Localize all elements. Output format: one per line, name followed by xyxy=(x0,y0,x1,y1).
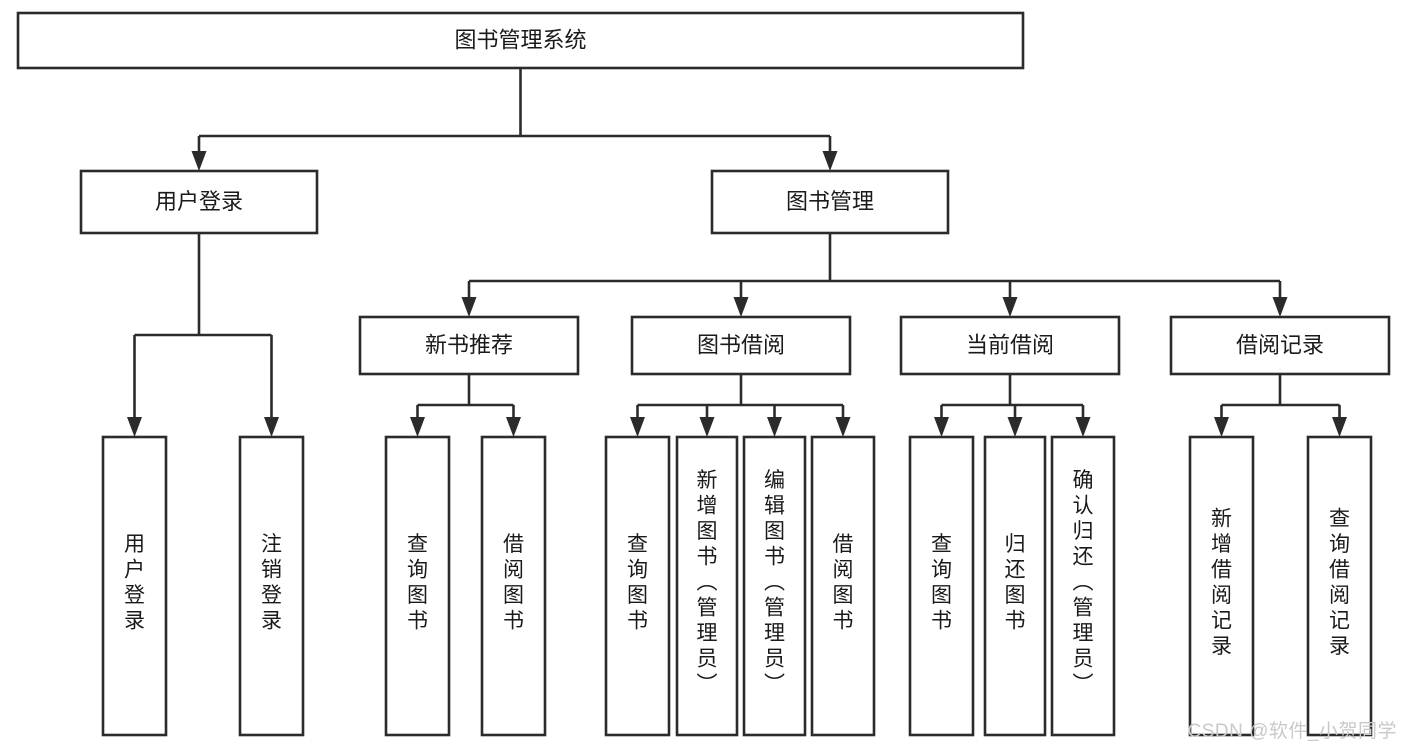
node-layer: 图书管理系统用户登录图书管理新书推荐图书借阅当前借阅借阅记录用户登录注销登录查询… xyxy=(16,11,1391,737)
node-borrow-record[interactable]: 借阅记录 xyxy=(1169,315,1391,376)
arrow-head xyxy=(767,417,782,437)
node-label-vertical: 用户登录 xyxy=(124,533,145,633)
node-leaf-confirm-return[interactable]: 确认归还︵管理员︶ xyxy=(1050,435,1116,737)
node-box xyxy=(1169,315,1391,376)
arrow-head xyxy=(264,417,279,437)
node-label-vertical: 注销登录 xyxy=(261,533,282,633)
edge-layer xyxy=(127,68,1347,437)
node-label: 借阅记录 xyxy=(1236,332,1324,357)
arrow-head xyxy=(733,297,749,317)
node-label: 图书借阅 xyxy=(697,332,785,357)
node-label-vertical: 借阅图书 xyxy=(503,533,524,633)
node-leaf-query-record[interactable]: 查询借阅记录 xyxy=(1306,435,1373,737)
arrow-head xyxy=(127,417,142,437)
node-label-vertical: 确认归还︵管理员︶ xyxy=(1073,469,1094,696)
watermark-text: CSDN @软件_小贺同学 xyxy=(1187,721,1397,742)
node-leaf-return-book[interactable]: 归还图书 xyxy=(983,435,1047,737)
node-label: 图书管理 xyxy=(786,189,874,214)
node-box xyxy=(604,435,671,737)
node-book-manage[interactable]: 图书管理 xyxy=(710,169,950,235)
arrow-head xyxy=(934,417,949,437)
node-box xyxy=(908,435,975,737)
arrow-head xyxy=(1007,417,1023,437)
node-leaf-user-login[interactable]: 用户登录 xyxy=(101,435,168,737)
node-box xyxy=(899,315,1121,376)
node-box xyxy=(79,169,319,235)
node-box xyxy=(358,315,580,376)
node-leaf-edit-book[interactable]: 编辑图书︵管理员︶ xyxy=(742,435,807,737)
node-box xyxy=(742,435,807,737)
node-label: 新书推荐 xyxy=(425,332,513,357)
arrow-head xyxy=(1002,297,1018,317)
node-new-book-rec[interactable]: 新书推荐 xyxy=(358,315,580,376)
node-root[interactable]: 图书管理系统 xyxy=(16,11,1025,70)
arrow-head xyxy=(1272,297,1288,317)
node-leaf-query-book-2[interactable]: 查询图书 xyxy=(604,435,671,737)
node-box xyxy=(1306,435,1373,737)
node-label-vertical: 查询图书 xyxy=(627,533,648,633)
node-leaf-borrow-book-1[interactable]: 借阅图书 xyxy=(480,435,547,737)
node-box xyxy=(630,315,852,376)
arrow-head xyxy=(1332,417,1347,437)
node-box xyxy=(384,435,451,737)
node-box xyxy=(1050,435,1116,737)
node-box xyxy=(16,11,1025,70)
node-label-vertical: 借阅图书 xyxy=(833,533,854,633)
node-leaf-query-book-1[interactable]: 查询图书 xyxy=(384,435,451,737)
node-label-vertical: 归还图书 xyxy=(1005,533,1026,633)
arrow-head xyxy=(835,417,851,437)
node-leaf-logout[interactable]: 注销登录 xyxy=(238,435,305,737)
node-label-vertical: 查询图书 xyxy=(407,533,428,633)
node-label-vertical: 查询借阅记录 xyxy=(1329,507,1350,658)
node-label: 当前借阅 xyxy=(966,332,1054,357)
node-leaf-query-book-3[interactable]: 查询图书 xyxy=(908,435,975,737)
node-book-borrow[interactable]: 图书借阅 xyxy=(630,315,852,376)
node-label: 图书管理系统 xyxy=(454,27,586,52)
node-box xyxy=(480,435,547,737)
arrow-head xyxy=(1075,417,1091,437)
node-label-vertical: 新增借阅记录 xyxy=(1211,507,1232,658)
node-box xyxy=(238,435,305,737)
arrow-head xyxy=(822,151,838,171)
node-label: 用户登录 xyxy=(155,189,243,214)
node-box xyxy=(101,435,168,737)
arrow-head xyxy=(461,297,477,317)
node-user-login[interactable]: 用户登录 xyxy=(79,169,319,235)
arrow-head xyxy=(630,417,645,437)
arrow-head xyxy=(191,151,207,171)
node-box xyxy=(710,169,950,235)
node-current-borrow[interactable]: 当前借阅 xyxy=(899,315,1121,376)
arrow-head xyxy=(410,417,425,437)
node-label-vertical: 编辑图书︵管理员︶ xyxy=(764,469,785,696)
arrow-head xyxy=(506,417,521,437)
arrow-head xyxy=(1214,417,1229,437)
node-leaf-add-record[interactable]: 新增借阅记录 xyxy=(1188,435,1255,737)
node-box xyxy=(810,435,876,737)
node-label-vertical: 新增图书︵管理员︶ xyxy=(697,469,718,696)
node-box xyxy=(983,435,1047,737)
arrow-head xyxy=(699,417,715,437)
node-box xyxy=(675,435,739,737)
node-box xyxy=(1188,435,1255,737)
node-label-vertical: 查询图书 xyxy=(931,533,952,633)
node-leaf-borrow-book-2[interactable]: 借阅图书 xyxy=(810,435,876,737)
node-leaf-add-book[interactable]: 新增图书︵管理员︶ xyxy=(675,435,739,737)
